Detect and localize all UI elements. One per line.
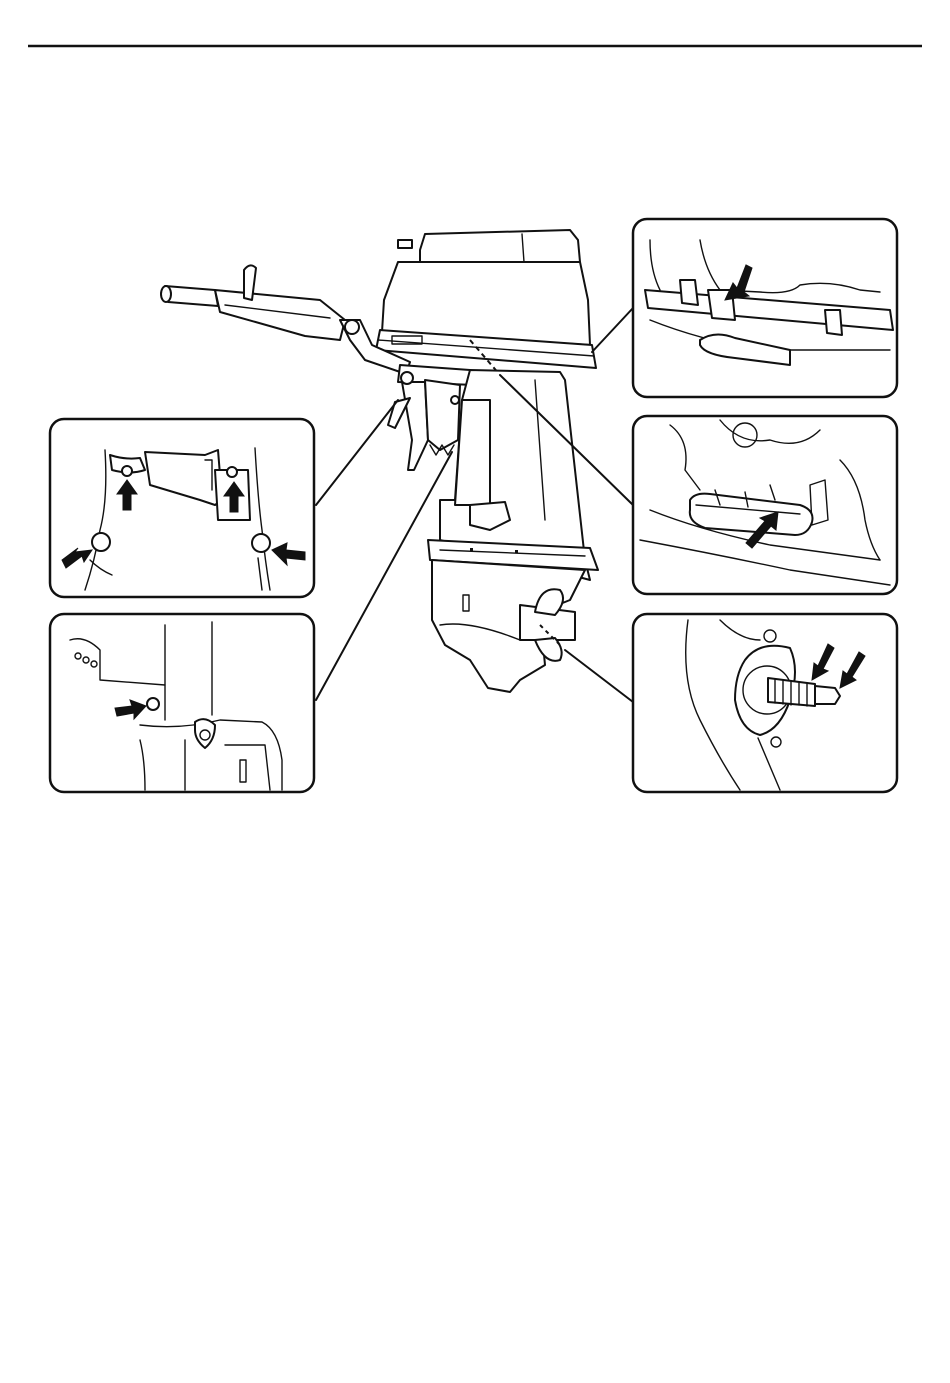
callout-lower-cowling-seal bbox=[633, 416, 897, 594]
callout-tiller-bracket-bolts bbox=[50, 419, 314, 597]
callout-cowling-latch bbox=[633, 219, 897, 397]
callout-propeller-shaft-nut bbox=[633, 614, 897, 792]
callout-lower-mount-bolt bbox=[50, 614, 314, 792]
